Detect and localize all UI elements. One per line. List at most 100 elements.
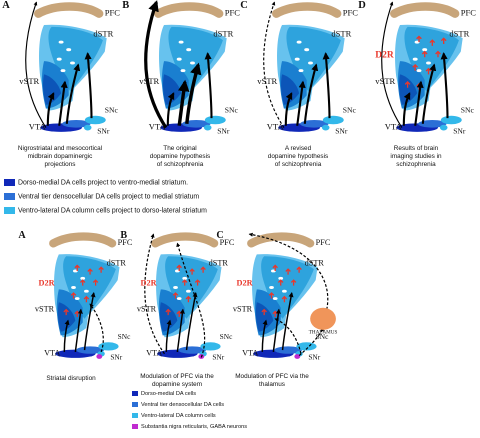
snr-gaba-dot bbox=[294, 354, 301, 359]
snr-cyan-dot bbox=[83, 124, 92, 131]
thalamus-label: THALAMUS bbox=[309, 330, 338, 336]
densocellular-cells bbox=[182, 120, 211, 128]
legend-bottom-swatch-cyan bbox=[132, 413, 138, 419]
pfc-band bbox=[154, 2, 224, 18]
projection-arrow bbox=[166, 92, 175, 126]
projection-arrow bbox=[284, 92, 293, 126]
caption-top-a: Nigrostriatal and mesocortical midbrain … bbox=[17, 145, 103, 169]
legend-bottom-item-4: Substantia nigra reticularis, GABA neuro… bbox=[132, 424, 247, 430]
dstr-label: dSTR bbox=[107, 258, 127, 267]
caption-bottom-b: Modulation of PFC via the dopamine syste… bbox=[140, 373, 214, 389]
d2r-receptor-arrow bbox=[172, 292, 179, 299]
striatum-white-spot bbox=[71, 286, 76, 289]
projection-arrow bbox=[83, 292, 96, 351]
projection-arrow bbox=[381, 1, 403, 128]
striatum-white-spot bbox=[294, 57, 300, 61]
caption-top-b: The original dopamine hypothesis of schi… bbox=[149, 145, 211, 169]
striatum-white-spot bbox=[296, 40, 302, 44]
dstr-label: dSTR bbox=[331, 28, 351, 38]
vta-label: VTA bbox=[267, 122, 285, 132]
dstr-label: dSTR bbox=[213, 28, 233, 38]
vstr-label: vSTR bbox=[137, 304, 157, 313]
dstr-label: dSTR bbox=[209, 258, 229, 267]
projection-arrow bbox=[272, 308, 281, 353]
panel-letter: D bbox=[358, 0, 366, 11]
snr-gaba-dot bbox=[96, 354, 103, 359]
panel-letter: A bbox=[2, 0, 10, 11]
thalamus-region bbox=[310, 307, 336, 330]
d2r-receptor-arrow bbox=[404, 81, 411, 88]
striatum-white-spot bbox=[298, 69, 304, 73]
caption-bottom-a: Striatal disruption bbox=[46, 375, 96, 382]
vstr-region bbox=[255, 302, 274, 332]
d2r-label: D2R bbox=[375, 50, 394, 60]
snr-label: SNr bbox=[97, 126, 110, 135]
legend-bottom-text-2: Ventral tier densocellular DA cells bbox=[141, 402, 225, 408]
legend-swatch-mid-blue bbox=[4, 193, 15, 200]
ventrolateral-column-cells bbox=[98, 342, 119, 351]
projection-arrow bbox=[176, 308, 185, 353]
d2r-receptor-arrow bbox=[176, 264, 182, 271]
d2r-receptor-arrow bbox=[272, 264, 278, 271]
dstr-label: dSTR bbox=[449, 28, 469, 38]
projection-arrow bbox=[261, 319, 268, 352]
pfc-label: PFC bbox=[316, 238, 331, 247]
densocellular-cells bbox=[274, 346, 302, 354]
snc-label: SNc bbox=[105, 105, 119, 114]
projection-arrow bbox=[414, 80, 424, 126]
striatum-white-spot bbox=[272, 297, 278, 301]
projection-arrow bbox=[177, 79, 190, 126]
legend-top-item-3: Ventro-lateral DA column cells project t… bbox=[4, 207, 207, 214]
vstr-region bbox=[43, 74, 62, 105]
striatum-white-spot bbox=[426, 61, 431, 65]
vta-label: VTA bbox=[385, 122, 403, 132]
densocellular-cells bbox=[418, 120, 447, 128]
vta-label: VTA bbox=[149, 122, 167, 132]
projection-arrow bbox=[176, 242, 206, 358]
striatum-white-spot bbox=[308, 61, 313, 65]
snc-label: SNc bbox=[461, 105, 475, 114]
snr-label: SNr bbox=[212, 352, 224, 361]
d2r-receptor-arrow bbox=[412, 63, 419, 71]
legend-bottom-swatch-violet bbox=[132, 424, 138, 430]
striatum-white-spot bbox=[190, 61, 195, 65]
d2r-receptor-arrow bbox=[83, 295, 90, 303]
legend-bottom-item-2: Ventral tier densocellular DA cells bbox=[132, 402, 224, 408]
pfc-band bbox=[49, 232, 117, 248]
d2r-receptor-arrow bbox=[440, 37, 447, 45]
vstr-region bbox=[159, 302, 178, 332]
vstr-label: vSTR bbox=[375, 76, 395, 86]
d2r-receptor-arrow bbox=[194, 279, 201, 286]
striatum-white-spot bbox=[173, 286, 178, 289]
d2r-receptor-arrow bbox=[429, 39, 436, 46]
ventrolateral-column-cells bbox=[322, 115, 344, 125]
d2r-receptor-arrow bbox=[277, 279, 284, 286]
snc-label: SNc bbox=[343, 105, 357, 114]
striatum-white-spot bbox=[186, 48, 192, 52]
striatum-white-spot bbox=[176, 297, 182, 301]
d2r-receptor-arrow bbox=[416, 35, 422, 43]
legend-bottom-item-1: Dorso-medial DA cells bbox=[132, 391, 196, 397]
snr-cyan-dot bbox=[321, 124, 330, 131]
snr-label: SNr bbox=[335, 126, 348, 135]
panel-letter: A bbox=[18, 230, 26, 241]
projection-arrow bbox=[25, 1, 47, 128]
d2r-receptor-arrow bbox=[268, 292, 275, 299]
projection-arrow bbox=[281, 292, 294, 351]
densocellular-cells bbox=[62, 120, 91, 128]
d2r-receptor-arrow bbox=[189, 268, 195, 275]
d2r-label: D2R bbox=[141, 279, 158, 288]
striatum-white-spot bbox=[58, 40, 64, 44]
snc-label: SNc bbox=[225, 105, 239, 114]
vta-label: VTA bbox=[242, 349, 258, 358]
vta-label: VTA bbox=[29, 122, 47, 132]
pfc-label: PFC bbox=[105, 8, 121, 18]
panel-letter: B bbox=[120, 230, 127, 241]
snc-label: SNc bbox=[220, 332, 233, 341]
pfc-band bbox=[34, 2, 104, 18]
densocellular-cells bbox=[76, 346, 104, 354]
projection-arrow bbox=[263, 1, 285, 128]
